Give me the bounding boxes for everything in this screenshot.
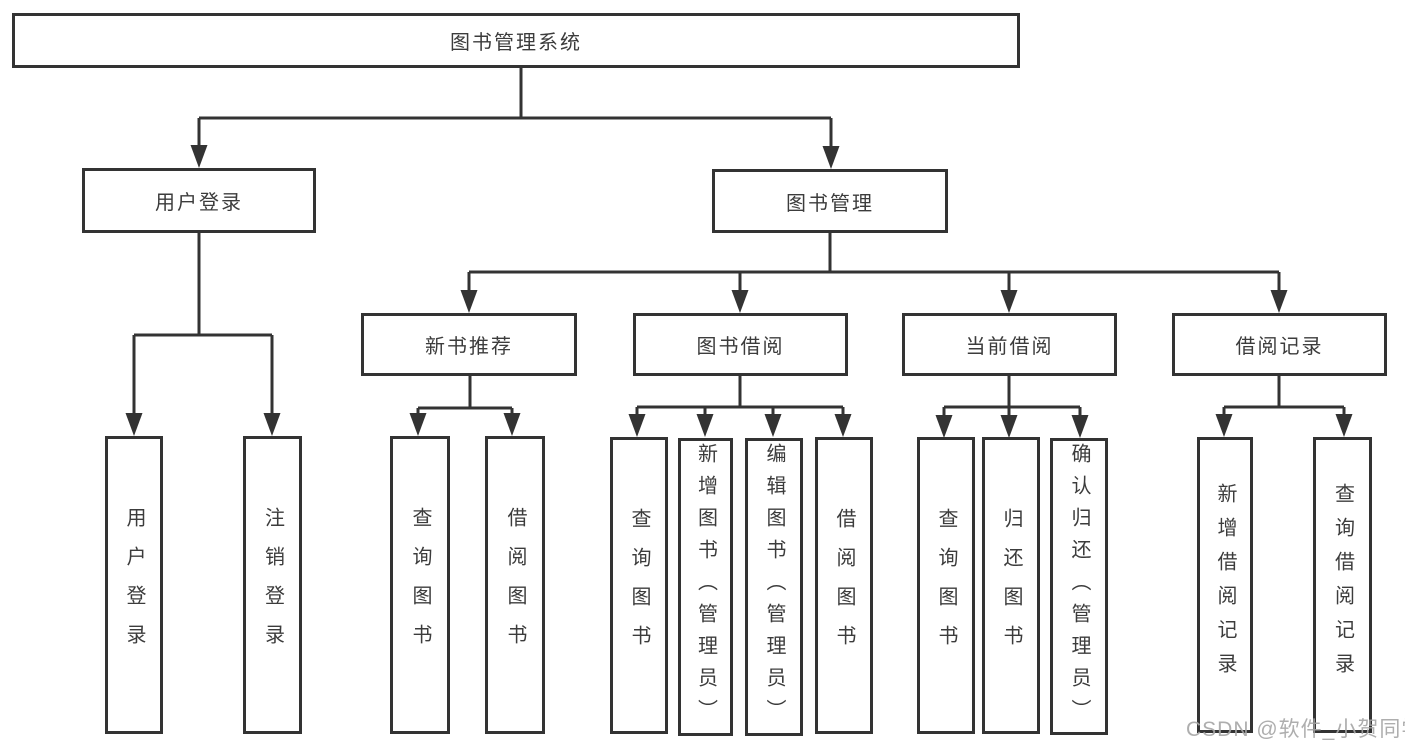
- leaf-logout: 注销登录: [243, 436, 302, 734]
- leaf-records-query-record-label: 查询借阅记录: [1331, 483, 1354, 687]
- leaf-logout-label: 注销登录: [261, 507, 284, 663]
- node-new-book-recommend-label: 新书推荐: [425, 336, 513, 358]
- leaf-current-query-book: 查询图书: [917, 437, 975, 734]
- csdn-watermark: CSDN @软件_小贺同学: [1186, 718, 1405, 741]
- leaf-borrowing-borrow-book-label: 借阅图书: [833, 507, 855, 664]
- leaf-borrowing-edit-book-admin-label: 编辑图书（管理员）: [763, 443, 785, 731]
- node-borrowing-records: 借阅记录: [1172, 313, 1387, 376]
- node-new-book-recommend: 新书推荐: [361, 313, 577, 376]
- leaf-user-login-label: 用户登录: [123, 507, 145, 663]
- leaf-current-query-book-label: 查询图书: [935, 507, 957, 664]
- node-user-login: 用户登录: [82, 168, 316, 233]
- leaf-records-add-record: 新增借阅记录: [1197, 437, 1253, 733]
- leaf-current-confirm-return-admin: 确认归还（管理员）: [1050, 438, 1108, 735]
- leaf-current-return-book: 归还图书: [982, 437, 1040, 734]
- node-book-borrowing: 图书借阅: [633, 313, 848, 376]
- leaf-recommend-query-book: 查询图书: [390, 436, 450, 734]
- leaf-current-confirm-return-admin-label: 确认归还（管理员）: [1068, 442, 1090, 731]
- leaf-borrowing-add-book-admin-label: 新增图书（管理员）: [694, 443, 717, 731]
- leaf-records-query-record: 查询借阅记录: [1313, 437, 1372, 733]
- leaf-borrowing-query-book-label: 查询图书: [628, 507, 650, 664]
- leaf-recommend-borrow-book-label: 借阅图书: [504, 507, 526, 663]
- arrowheads: [125, 118, 1353, 438]
- node-root: 图书管理系统: [12, 13, 1020, 68]
- node-current-borrowing: 当前借阅: [902, 313, 1117, 376]
- leaf-borrowing-edit-book-admin: 编辑图书（管理员）: [745, 438, 803, 736]
- leaf-borrowing-borrow-book: 借阅图书: [815, 437, 873, 734]
- node-book-management-label: 图书管理: [786, 192, 874, 215]
- node-book-management: 图书管理: [712, 169, 948, 233]
- node-user-login-label: 用户登录: [155, 192, 243, 214]
- leaf-user-login: 用户登录: [105, 436, 163, 734]
- leaf-records-add-record-label: 新增借阅记录: [1214, 483, 1236, 687]
- node-book-borrowing-label: 图书借阅: [696, 336, 785, 358]
- node-borrowing-records-label: 借阅记录: [1235, 336, 1324, 358]
- leaf-current-return-book-label: 归还图书: [1000, 507, 1022, 664]
- leaf-borrowing-add-book-admin: 新增图书（管理员）: [678, 438, 733, 736]
- leaf-recommend-borrow-book: 借阅图书: [485, 436, 545, 734]
- node-root-label: 图书管理系统: [450, 32, 582, 54]
- leaf-borrowing-query-book: 查询图书: [610, 437, 668, 734]
- leaf-recommend-query-book-label: 查询图书: [409, 507, 431, 663]
- node-current-borrowing-label: 当前借阅: [965, 336, 1054, 358]
